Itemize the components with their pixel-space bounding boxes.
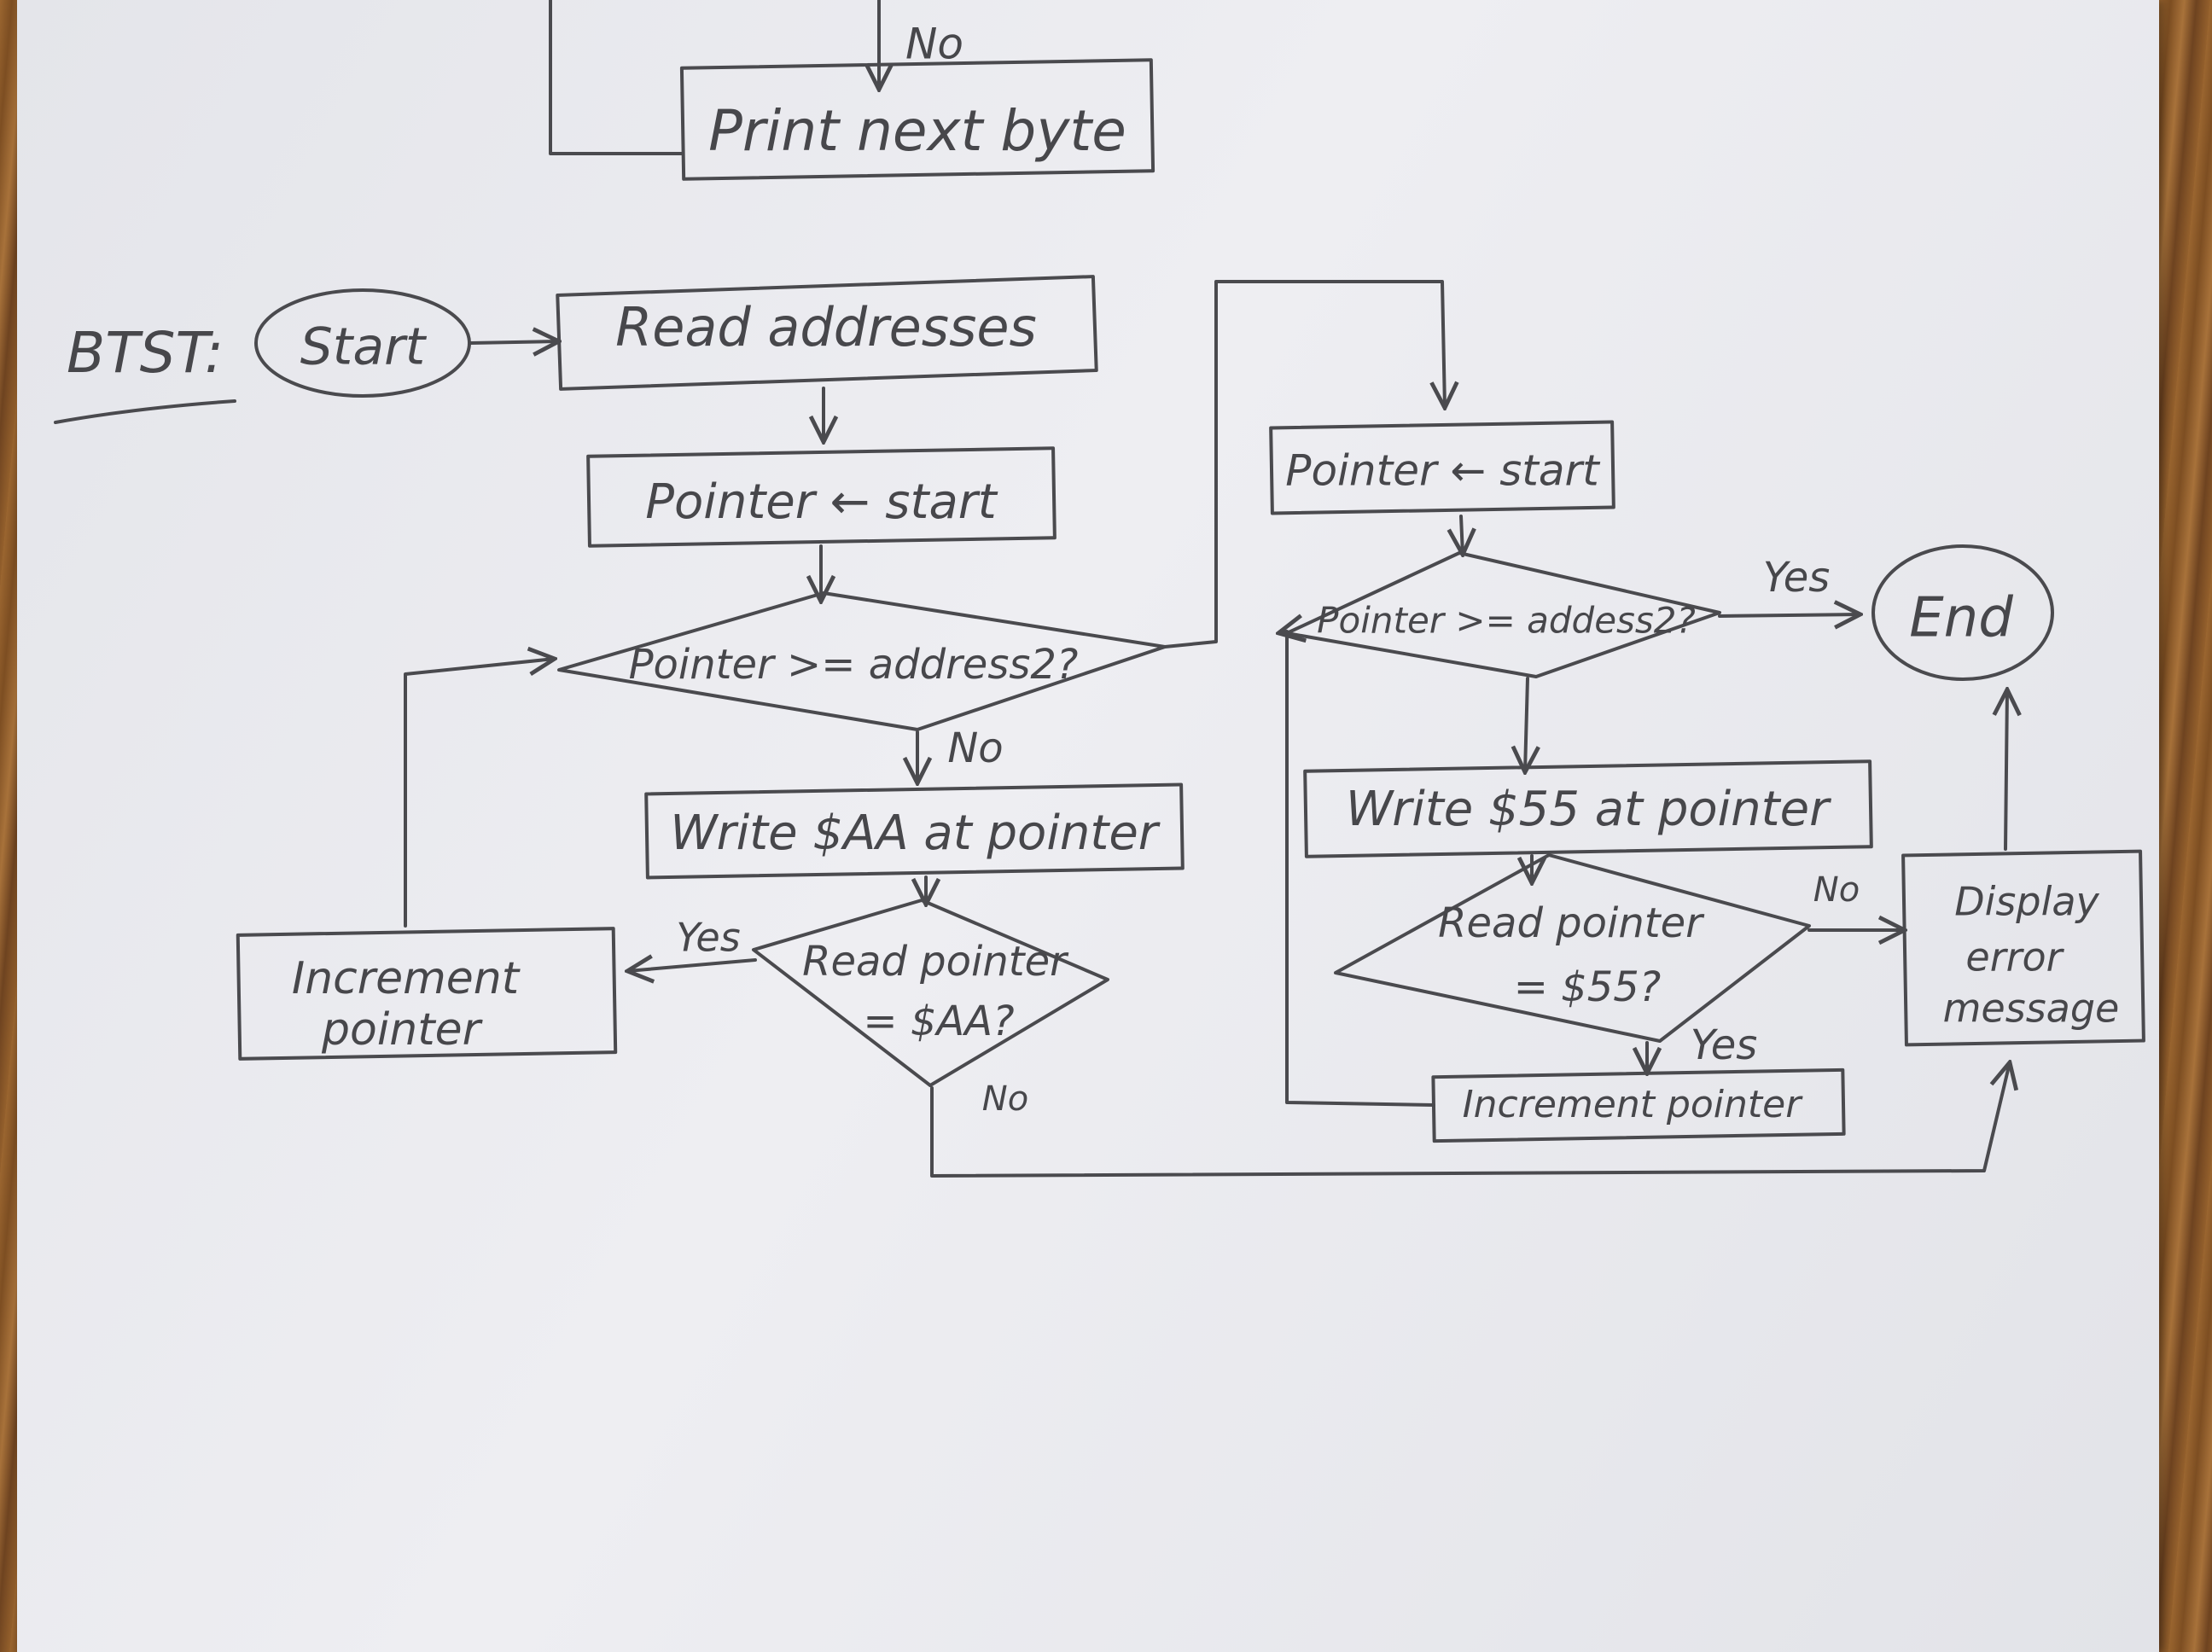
node-increment-1-label-1: Increment (292, 953, 521, 1004)
edge-error-to-end (2005, 689, 2007, 851)
node-write-aa-label: Write $AA at pointer (670, 806, 1161, 861)
node-compare-1 (557, 591, 1167, 731)
node-print-next-byte-label: Print next byte (708, 98, 1126, 164)
flowchart-title: BTST: (67, 320, 224, 386)
edge-readaa-yes (627, 960, 757, 971)
edge-increment2-loop (1278, 631, 1435, 1107)
node-print-next-byte (679, 58, 1155, 181)
label-yes-read55: Yes (1691, 1021, 1758, 1069)
label-no-cmp1: No (947, 724, 1003, 772)
node-write-55 (1303, 759, 1873, 858)
node-read-aa (752, 899, 1109, 1087)
node-error-label-1: Display (1954, 879, 2099, 925)
label-no-read55: No (1813, 870, 1860, 910)
node-increment-1 (236, 927, 618, 1061)
edge-start-to-read (469, 341, 559, 343)
title-underline (54, 399, 236, 424)
node-start-label: Start (300, 317, 428, 377)
label-yes-cmp2: Yes (1763, 554, 1831, 602)
node-read-aa-label-2: = $AA? (863, 998, 1014, 1045)
node-compare-2-label: Pointer >= addess2? (1317, 600, 1696, 642)
node-pointer-start-2-label: Pointer ← start (1285, 446, 1601, 496)
node-compare-1-label: Pointer >= address2? (629, 641, 1079, 689)
node-read-55 (1334, 853, 1811, 1043)
node-end-label: End (1909, 587, 2013, 650)
edge-cmp1-to-section2 (1163, 280, 1445, 649)
node-error-label-3: message (1943, 986, 2120, 1032)
node-increment-2 (1431, 1067, 1846, 1143)
node-end (1871, 544, 2054, 681)
edge-cmp2-yes (1718, 614, 1860, 616)
edge-readaa-no-to-error (930, 1062, 2010, 1178)
edge-cmp2-no (1525, 677, 1528, 772)
node-write-55-label: Write $55 at pointer (1346, 782, 1831, 837)
node-read-addresses (556, 275, 1098, 391)
label-no-readaa: No (982, 1079, 1028, 1119)
node-error-label-2: error (1965, 934, 2064, 980)
edge-pointer2-to-cmp2 (1461, 515, 1463, 555)
node-increment-1-label-2: pointer (321, 1004, 484, 1056)
node-read-55-label-1: Read pointer (1438, 899, 1705, 947)
node-error (1901, 849, 2145, 1047)
node-compare-2 (1285, 551, 1721, 678)
label-yes-readaa: Yes (676, 915, 740, 961)
node-read-aa-label-1: Read pointer (802, 938, 1069, 986)
edge-increment1-loop (404, 659, 555, 928)
edge-top-loop (549, 0, 684, 155)
label-no-top: No (905, 20, 963, 69)
node-increment-2-label: Increment pointer (1463, 1083, 1804, 1126)
node-pointer-start-1-label: Pointer ← start (645, 474, 998, 530)
node-read-55-label-2: = $55? (1514, 963, 1662, 1011)
node-write-aa (644, 782, 1185, 880)
node-read-addresses-label: Read addresses (615, 296, 1037, 358)
node-pointer-start-2 (1269, 420, 1615, 515)
node-pointer-start-1 (586, 446, 1057, 548)
